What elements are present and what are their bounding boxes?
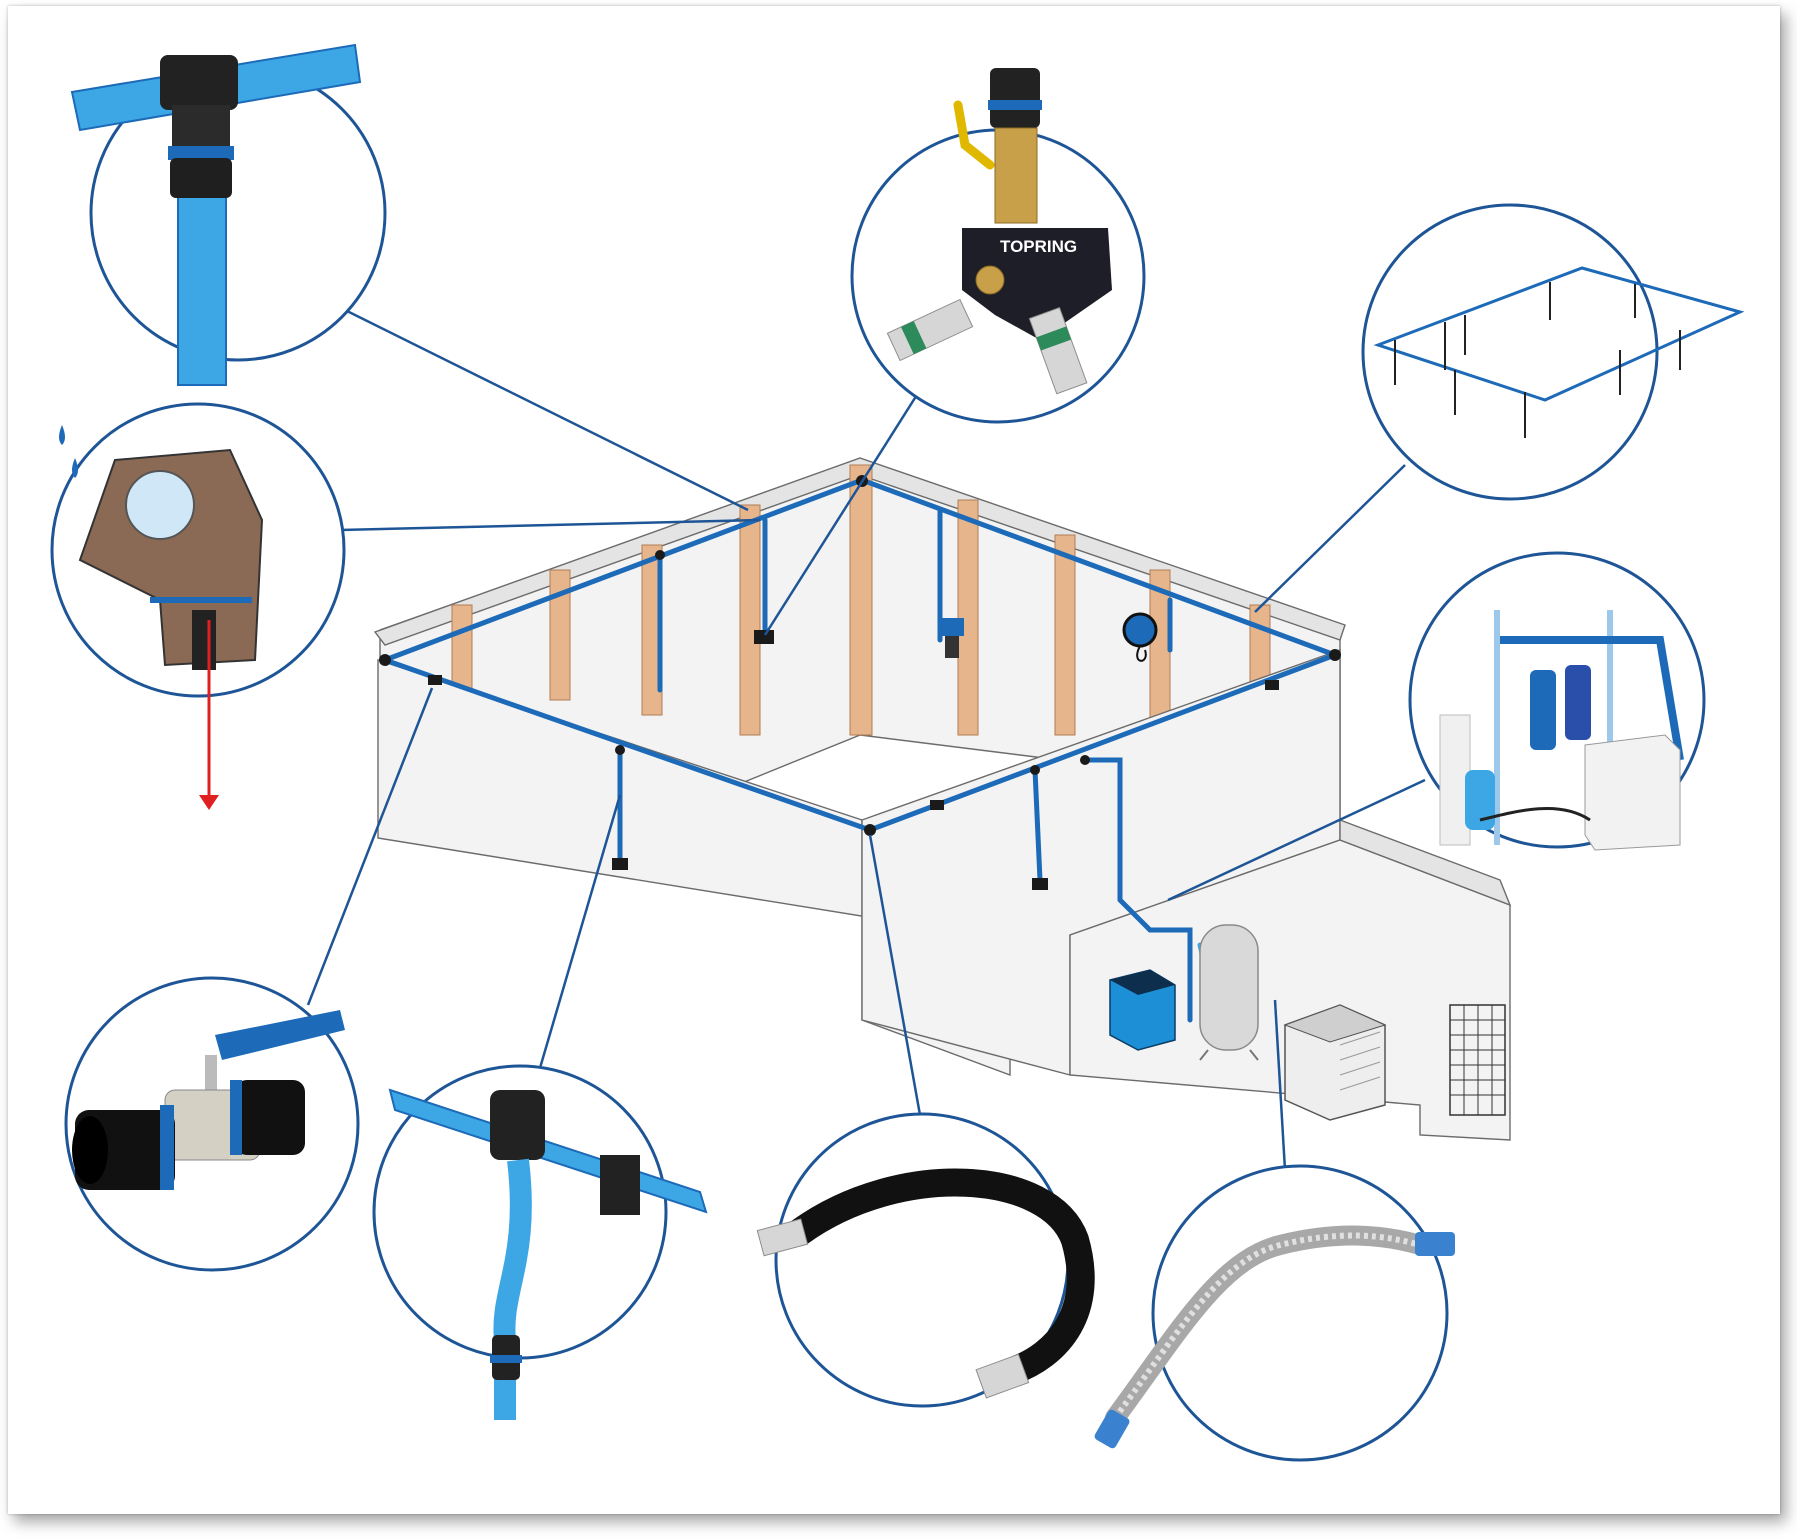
compressor-room-icon <box>1439 610 1684 851</box>
frl-unit <box>940 618 964 658</box>
braided-hose-icon <box>1094 1225 1455 1449</box>
tee-fitting <box>1030 765 1040 775</box>
rubber-hose-icon <box>756 1168 1095 1399</box>
callout-compressor-room <box>1408 551 1706 851</box>
callout-lines <box>306 308 1426 1171</box>
callout-line-rubber-hose <box>868 834 922 1116</box>
wall-top-back <box>373 457 1346 646</box>
outlet-block <box>754 630 774 644</box>
callout-braided-hose <box>1094 1164 1455 1462</box>
tee-fitting <box>615 745 625 755</box>
callout-line-drop-leg <box>339 518 761 532</box>
outlet-block <box>1032 878 1048 890</box>
callout-outlet-block: TOPRING <box>850 68 1146 424</box>
pipe-tee-clamp-icon <box>70 43 362 386</box>
post <box>957 499 979 736</box>
air-receiver <box>1199 924 1259 1061</box>
ball-valve-icon <box>72 1010 345 1190</box>
post <box>849 464 873 736</box>
tee-fitting <box>655 550 665 560</box>
post <box>1054 534 1076 736</box>
callout-line-compressor-room <box>1167 778 1426 902</box>
valve-fitting <box>428 675 442 685</box>
post <box>739 504 761 736</box>
elbow-fitting <box>1329 649 1341 661</box>
pipe-loop-icon <box>1373 266 1745 438</box>
swan-neck-drop-icon <box>388 1088 708 1420</box>
callout-line-ball-valve <box>306 687 434 1006</box>
annex-top <box>1339 818 1512 907</box>
compressor <box>1283 1004 1387 1121</box>
callout-line-outlet <box>763 389 922 636</box>
dryer <box>1109 969 1176 1051</box>
callout-rubber-hose <box>756 1112 1095 1408</box>
callout-line-braided-hose <box>1273 999 1287 1171</box>
callout-circle <box>1361 203 1659 501</box>
outlet-block-valve-icon: TOPRING <box>886 68 1112 395</box>
building <box>373 457 1512 1141</box>
callout-line-tee-clamp <box>344 308 749 512</box>
callout-swan-neck-drop <box>372 1064 708 1420</box>
valve-fitting <box>930 800 944 810</box>
valve-fitting <box>1265 680 1279 690</box>
elbow-fitting <box>864 824 876 836</box>
drop-pipe <box>1032 767 1043 883</box>
brand-label: TOPRING <box>1000 237 1077 256</box>
hose-reel <box>1122 612 1158 662</box>
vent-grille <box>1449 1004 1506 1116</box>
callout-ball-valve <box>64 976 360 1272</box>
callout-loop-overview <box>1361 203 1745 501</box>
condensate-drain-icon <box>59 425 264 810</box>
callout-tee-clamp <box>70 43 387 386</box>
elbow-fitting <box>379 654 391 666</box>
post <box>549 569 571 701</box>
tee-fitting <box>1080 755 1090 765</box>
compressor-feed-pipe <box>1082 757 1193 1023</box>
outlet-block <box>612 858 628 870</box>
compressor-equipment <box>1109 924 1387 1121</box>
callout-line-loop <box>1254 464 1406 613</box>
callout-line-swan-neck <box>538 794 622 1069</box>
callout-drop-leg-drain <box>50 402 346 810</box>
